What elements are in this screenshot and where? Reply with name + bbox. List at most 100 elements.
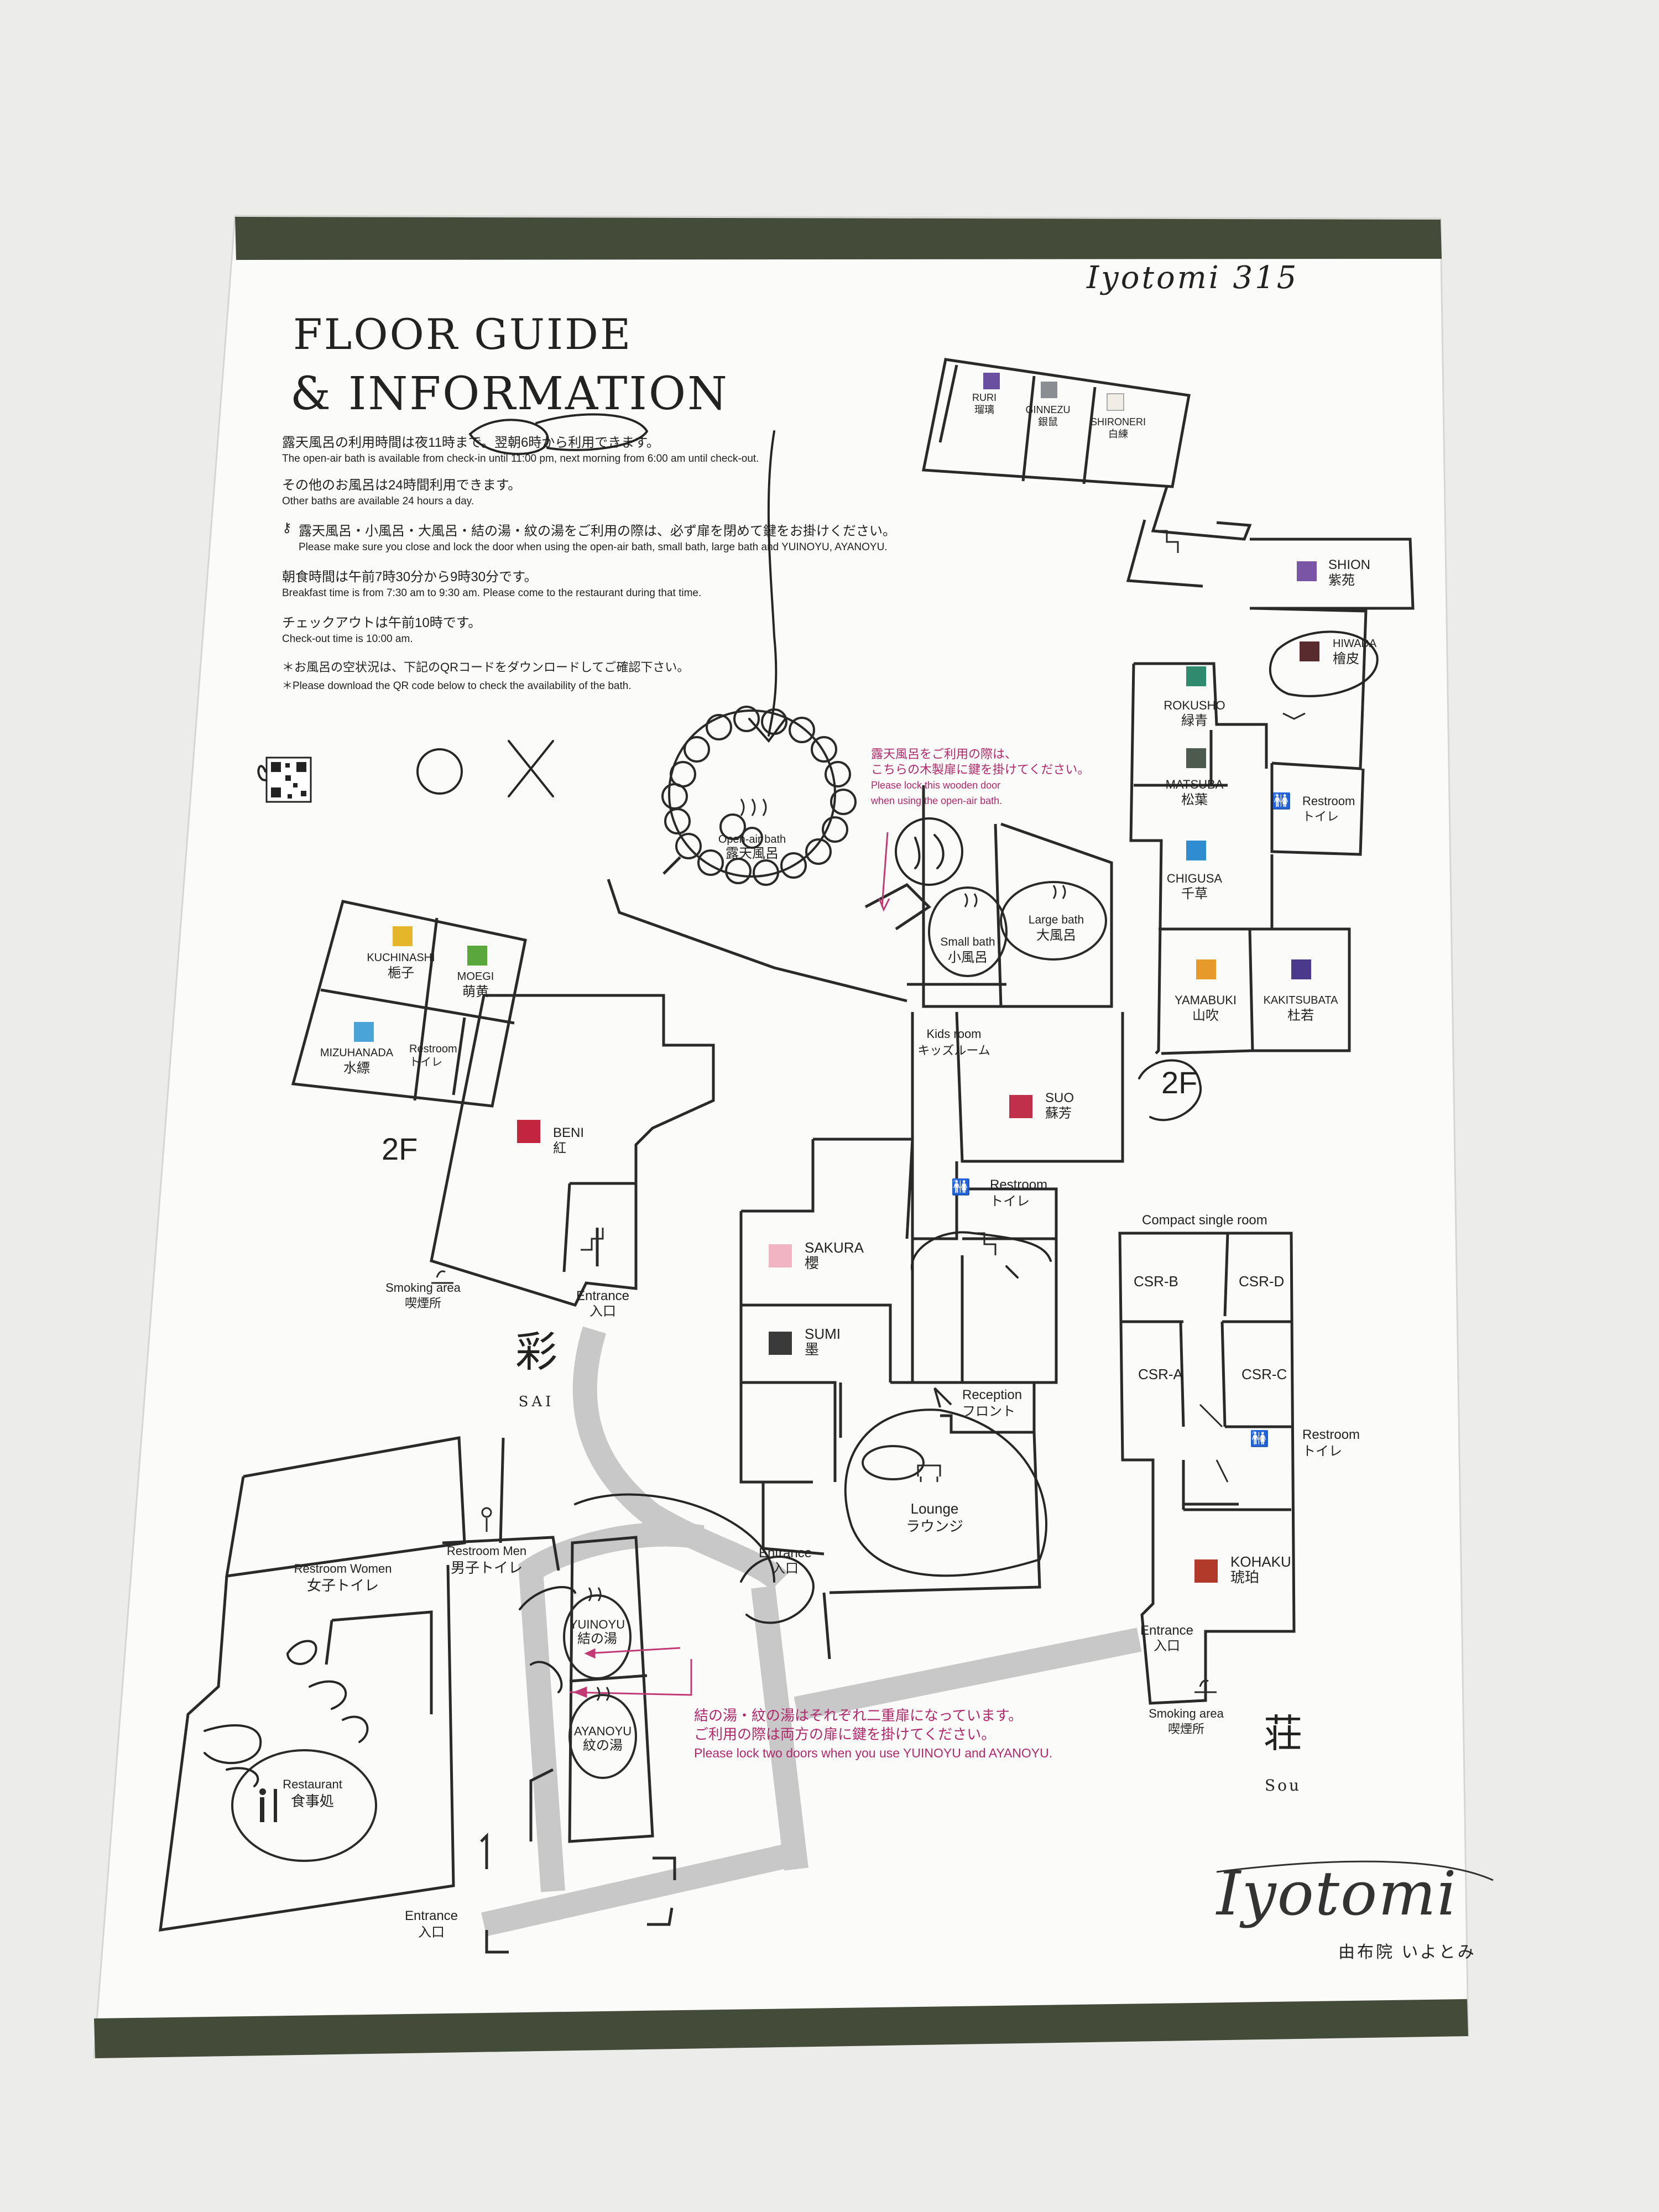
info-lock-jp: ⚷露天風呂・小風呂・大風呂・結の湯・紋の湯をご利用の際は、必ず扉を閉めて鍵をお掛… bbox=[282, 520, 1112, 539]
building-sai-kanji: 彩 bbox=[515, 1327, 557, 1376]
restroom-women-jp: 女子トイレ bbox=[306, 1577, 379, 1594]
restaurant-jp: 食事処 bbox=[290, 1793, 334, 1809]
room-moegi-jp: 萌黄 bbox=[462, 984, 489, 999]
restroom-east-jp: トイレ bbox=[1302, 810, 1339, 823]
room-rokusho-en: ROKUSHO bbox=[1164, 698, 1225, 712]
small-bath-en: Small bath bbox=[940, 936, 995, 948]
room-shironeri: SHIRONERI 白練 bbox=[1085, 416, 1151, 440]
restroom-icon: 🚻 bbox=[1272, 792, 1291, 810]
entrance-main-en: Entrance bbox=[758, 1546, 812, 1561]
room-shironeri-en: SHIRONERI bbox=[1090, 416, 1146, 427]
room-ginnezu-jp: 銀鼠 bbox=[1038, 416, 1058, 427]
room-hiwada-en: HIWADA bbox=[1333, 638, 1377, 650]
room-chigusa-en: CHIGUSA bbox=[1166, 872, 1223, 885]
restroom-2f-en: Restroom bbox=[409, 1043, 457, 1055]
room-shion-jp: 紫苑 bbox=[1328, 573, 1355, 588]
entrance-sou-en: Entrance bbox=[1140, 1623, 1194, 1638]
room-suo-en: SUO bbox=[1045, 1091, 1074, 1105]
restroom-sou-jp: トイレ bbox=[1302, 1444, 1342, 1459]
info-breakfast-jp: 朝食時間は午前7時30分から9時30分です。 bbox=[282, 570, 538, 585]
compact-single-label: Compact single room bbox=[1142, 1213, 1267, 1228]
building-sou-kanji: 荘 bbox=[1264, 1711, 1302, 1756]
room-beni-en: BENI bbox=[553, 1125, 585, 1140]
info-other-en: Other baths are available 24 hours a day… bbox=[282, 495, 474, 507]
magenta-pointers bbox=[569, 832, 890, 1698]
small-bath-jp: 小風呂 bbox=[948, 950, 988, 965]
two-doors-note-jp2: ご利用の際は両方の扉に鍵を掛けてください。 bbox=[694, 1726, 996, 1743]
restroom-women-en: Restroom Women bbox=[294, 1562, 392, 1575]
page-title-line1: FLOOR GUIDE bbox=[293, 310, 633, 359]
two-doors-note-en: Please lock two doors when you use YUINO… bbox=[694, 1746, 1053, 1760]
room-hiwada-jp: 檜皮 bbox=[1333, 651, 1359, 666]
room-moegi-en: MOEGI bbox=[457, 971, 494, 983]
room-csr-a: CSR-A bbox=[1138, 1366, 1183, 1383]
room-kohaku-en: KOHAKU bbox=[1230, 1553, 1291, 1570]
large-bath-en: Large bath bbox=[1028, 914, 1084, 926]
room-shironeri-jp: 白練 bbox=[1108, 429, 1128, 440]
open-air-bath-ring bbox=[661, 706, 857, 886]
qr-code bbox=[265, 757, 312, 803]
info-qr-en: ＊Please download the QR code below to ch… bbox=[282, 680, 632, 692]
yuinoyu-jp: 結の湯 bbox=[577, 1631, 617, 1646]
room-csr-c: CSR-C bbox=[1241, 1366, 1287, 1383]
open-air-bath-en: Open-air bath bbox=[718, 833, 786, 846]
room-ruri-en: RURI bbox=[972, 392, 997, 403]
room-mizuhanada-jp: 水縹 bbox=[343, 1061, 370, 1076]
key-icon: ⚷ bbox=[282, 520, 292, 535]
smoking-area-sou-jp: 喫煙所 bbox=[1167, 1722, 1204, 1736]
wood-door-note-en2: when using the open-air bath. bbox=[871, 795, 1003, 806]
entrance-main-jp: 入口 bbox=[772, 1561, 799, 1576]
room-kakitsubata-en: KAKITSUBATA bbox=[1263, 994, 1338, 1006]
large-bath-jp: 大風呂 bbox=[1036, 928, 1076, 943]
two-doors-note: 結の湯・紋の湯はそれぞれ二重扉になっています。 ご利用の際は両方の扉に鍵を掛けて… bbox=[694, 1706, 1052, 1762]
room-csr-d: CSR-D bbox=[1239, 1273, 1285, 1290]
info-block: 露天風呂の利用時間は夜11時まで。翌朝6時から利用できます。 The open-… bbox=[282, 431, 1112, 692]
entrance-sai-en: Entrance bbox=[576, 1288, 630, 1303]
room-kuchinashi-jp: 梔子 bbox=[388, 966, 414, 980]
room-sakura-jp: 櫻 bbox=[805, 1255, 820, 1271]
yuinoyu-en: YUINOYU bbox=[569, 1618, 625, 1631]
wing-beni bbox=[430, 994, 715, 1307]
room-ginnezu-en: GINNEZU bbox=[1025, 404, 1071, 415]
page-title-line2: & INFORMATION bbox=[290, 368, 729, 420]
smoking-area-sou-en: Smoking area bbox=[1149, 1707, 1224, 1720]
entrance-sou-jp: 入口 bbox=[1154, 1639, 1180, 1653]
restroom-sou-icon: 🚻 bbox=[1250, 1430, 1269, 1447]
restroom-women-label: Restroom Women 女子トイレ bbox=[282, 1561, 404, 1594]
lounge-en: Lounge bbox=[910, 1500, 959, 1517]
pen-annotations bbox=[204, 413, 1379, 1787]
wing-2f-left bbox=[291, 900, 527, 1108]
large-bath-label: Large bath 大風呂 bbox=[1018, 912, 1095, 943]
restaurant-en: Restaurant bbox=[283, 1777, 342, 1791]
restroom-center-icon: 🚻 bbox=[951, 1178, 971, 1196]
restroom-men-jp: 男子トイレ bbox=[450, 1559, 523, 1576]
smoking-area-sou: Smoking area 喫煙所 bbox=[1134, 1706, 1239, 1737]
room-shion-en: SHION bbox=[1328, 557, 1371, 572]
walkway-paths bbox=[481, 1326, 1142, 1937]
wood-door-note-jp1: 露天風呂をご利用の際は、 bbox=[871, 747, 1018, 761]
reception-en: Reception bbox=[962, 1387, 1022, 1402]
wood-door-note-jp2: こちらの木製扉に鍵を掛けてください。 bbox=[871, 763, 1090, 776]
restroom-center-en: Restroom bbox=[990, 1177, 1048, 1192]
room-yamabuki-jp: 山吹 bbox=[1192, 1008, 1219, 1023]
info-checkout-jp: チェックアウトは午前10時です。 bbox=[282, 615, 482, 630]
bottom-band bbox=[94, 1999, 1468, 2058]
paper-sheet bbox=[93, 215, 1469, 2058]
room-sumi-jp: 墨 bbox=[805, 1341, 820, 1358]
open-air-bath-jp: 露天風呂 bbox=[726, 846, 779, 861]
